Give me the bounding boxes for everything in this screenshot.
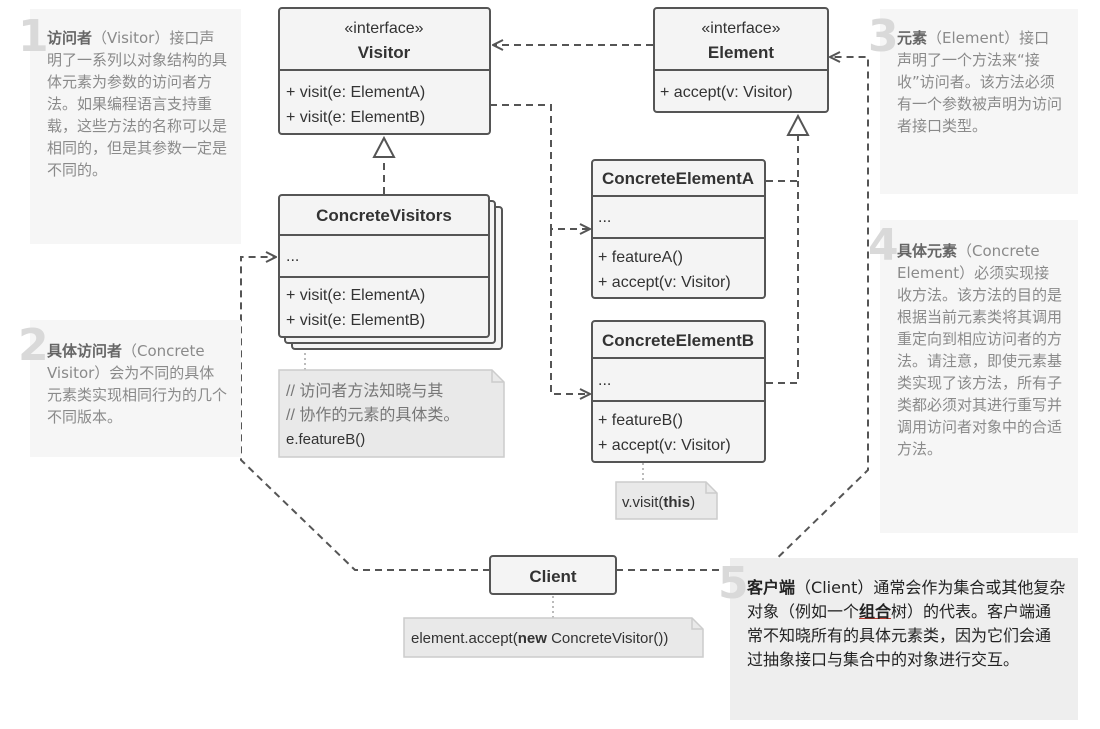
- client-box: Client: [489, 555, 617, 595]
- concrete-visitors-box: ConcreteVisitors ... + visit(e: ElementA…: [278, 194, 503, 350]
- client-name: Client: [529, 567, 577, 586]
- concrete-visitors-method: + visit(e: ElementB): [286, 312, 425, 329]
- visitor-method: + visit(e: ElementA): [286, 84, 425, 101]
- element-b-code-prefix: v.visit(: [622, 494, 663, 511]
- concrete-element-b-fields: ...: [598, 372, 611, 389]
- element-b-code-line: v.visit(this): [622, 494, 695, 511]
- note-element: 3 元素（Element）接口声明了一个方法来“接收”访问者。该方法必须有一个参…: [868, 9, 1078, 194]
- visitor-code-comment: // 协作的元素的具体类。: [286, 406, 459, 424]
- client-code-note: element.accept(new ConcreteVisitor()): [403, 617, 704, 658]
- visitor-code-comment: // 访问者方法知晓与其: [286, 382, 443, 400]
- note-title: 客户端: [747, 578, 796, 597]
- note-text: 树）的代表。客户端通常不知晓所有的具体元素类，因为它们会通过抽象接口与集合中的对…: [747, 602, 1052, 669]
- note-body: 访问者（Visitor）接口声明了一系列以对象结构的具体元素为参数的访问者方法。…: [47, 27, 227, 181]
- visitor-to-element-a-dependency: [490, 104, 590, 229]
- element-b-realization: [766, 181, 799, 384]
- client-to-element-association: [616, 57, 869, 571]
- note-title: 元素: [897, 29, 928, 47]
- note-concrete-element: 4 具体元素（Concrete Element）必须实现接收方法。该方法的目的是…: [868, 220, 1078, 533]
- note-title: 具体访问者: [47, 342, 123, 360]
- element-interface-box: «interface» Element + accept(v: Visitor): [653, 7, 829, 113]
- note-concrete-visitor: 2 具体访问者（Concrete Visitor）会为不同的具体元素类实现相同行…: [18, 320, 241, 457]
- note-title: 访问者: [47, 29, 93, 47]
- visitor-stereotype: «interface»: [344, 20, 423, 37]
- visitor-code-line: e.featureB(): [286, 431, 365, 448]
- client-code-prefix: element.accept(: [411, 630, 518, 647]
- note-number: 3: [868, 11, 899, 62]
- note-visitor: 1 访问者（Visitor）接口声明了一系列以对象结构的具体元素为参数的访问者方…: [18, 9, 241, 244]
- element-name: Element: [708, 43, 774, 62]
- concrete-element-a-method: + accept(v: Visitor): [598, 274, 731, 291]
- element-a-realization: [766, 135, 799, 182]
- note-number: 2: [18, 320, 49, 371]
- note-text: （Client）通常会作为集合或其他复杂对象（例如一个: [747, 578, 1066, 621]
- element-stereotype: «interface»: [701, 20, 780, 37]
- note-number: 4: [868, 220, 899, 271]
- note-client: 5 客户端（Client）通常会作为集合或其他复杂对象（例如一个组合树）的代表。…: [718, 558, 1078, 720]
- concrete-visitors-name: ConcreteVisitors: [316, 206, 452, 225]
- visitor-code-note: // 访问者方法知晓与其 // 协作的元素的具体类。 e.featureB(): [278, 369, 505, 458]
- client-code-suffix: ConcreteVisitor()): [547, 630, 668, 647]
- note-body: 具体元素（Concrete Element）必须实现接收方法。该方法的目的是根据…: [897, 240, 1064, 460]
- concrete-element-a-fields: ...: [598, 209, 611, 226]
- concrete-element-b-box: ConcreteElementB ... + featureB() + acce…: [591, 320, 766, 463]
- note-text: （Visitor）接口声明了一系列以对象结构的具体元素为参数的访问者方法。如果编…: [47, 29, 228, 179]
- note-text: （Concrete Element）必须实现接收方法。该方法的目的是根据当前元素…: [897, 242, 1063, 458]
- note-number: 5: [718, 558, 749, 609]
- note-body: 具体访问者（Concrete Visitor）会为不同的具体元素类实现相同行为的…: [47, 340, 227, 428]
- composite-link[interactable]: 组合: [859, 602, 892, 621]
- note-title: 具体元素: [897, 242, 958, 260]
- note-body: 元素（Element）接口声明了一个方法来“接收”访问者。该方法必须有一个参数被…: [897, 27, 1064, 137]
- concrete-element-a-name: ConcreteElementA: [602, 169, 754, 188]
- note-text: （Concrete Visitor）会为不同的具体元素类实现相同行为的几个不同版…: [47, 342, 228, 426]
- concrete-element-b-method: + featureB(): [598, 412, 683, 429]
- element-b-code-keyword: this: [663, 494, 690, 511]
- concrete-visitors-method: + visit(e: ElementA): [286, 287, 425, 304]
- element-b-code-suffix: ): [690, 494, 695, 511]
- concrete-element-a-method: + featureA(): [598, 249, 683, 266]
- note-text: （Element）接口声明了一个方法来“接收”访问者。该方法必须有一个参数被声明…: [897, 29, 1063, 135]
- visitor-interface-box: «interface» Visitor + visit(e: ElementA)…: [278, 7, 491, 135]
- element-b-code-note: v.visit(this): [615, 481, 718, 520]
- visitor-to-element-b-dependency: [550, 229, 590, 394]
- element-method: + accept(v: Visitor): [660, 84, 793, 101]
- concrete-visitors-fields: ...: [286, 248, 299, 265]
- client-code-line: element.accept(new ConcreteVisitor()): [411, 630, 668, 647]
- concrete-element-b-method: + accept(v: Visitor): [598, 437, 731, 454]
- client-to-visitors-association: [240, 257, 490, 571]
- visitor-method: + visit(e: ElementB): [286, 109, 425, 126]
- element-realization-triangle: [786, 113, 810, 136]
- note-body: 客户端（Client）通常会作为集合或其他复杂对象（例如一个组合树）的代表。客户…: [747, 576, 1066, 672]
- note-number: 1: [18, 11, 49, 62]
- concrete-element-a-box: ConcreteElementA ... + featureA() + acce…: [591, 159, 766, 299]
- client-code-keyword: new: [518, 630, 548, 647]
- concrete-element-b-name: ConcreteElementB: [602, 331, 754, 350]
- visitor-realization-triangle: [372, 135, 396, 158]
- visitor-name: Visitor: [358, 43, 411, 62]
